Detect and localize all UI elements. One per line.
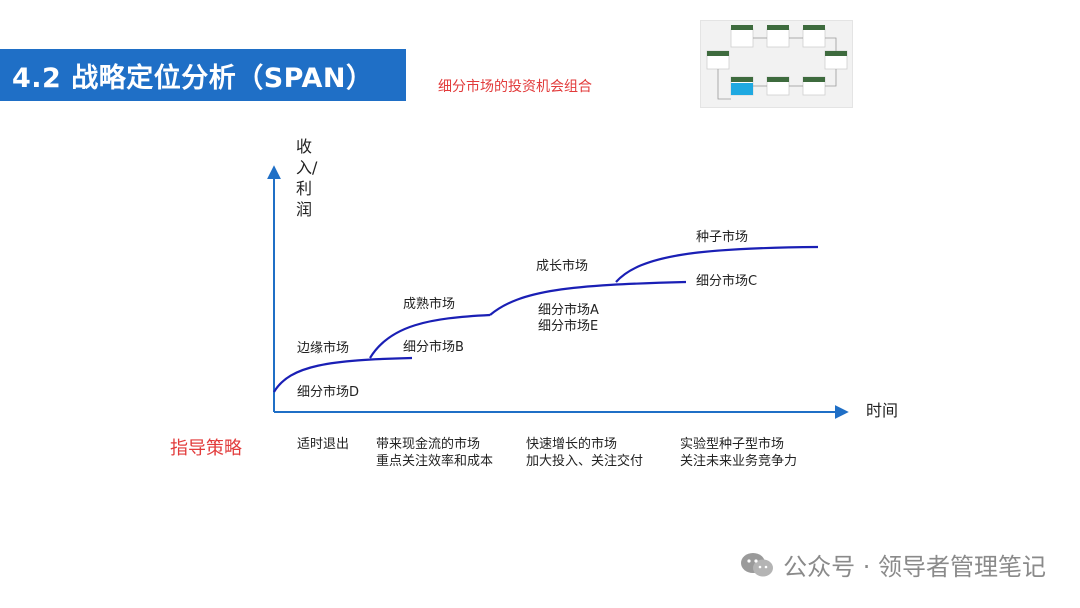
label-segment-c: 细分市场C bbox=[696, 274, 758, 289]
guidance-title: 指导策略 bbox=[170, 438, 242, 459]
guidance-item-1: 适时退出 bbox=[297, 436, 349, 453]
page-title: 4.2 战略定位分析（SPAN） bbox=[12, 62, 374, 94]
footer-text: 公众号 · 领导者管理笔记 bbox=[783, 553, 1046, 581]
label-segment-d: 细分市场D bbox=[297, 385, 360, 400]
guidance-item-3: 快速增长的市场 加大投入、关注交付 bbox=[526, 436, 643, 470]
label-edge-market: 边缘市场 bbox=[297, 341, 350, 356]
label-segment-b: 细分市场B bbox=[403, 340, 464, 355]
process-thumbnail bbox=[700, 20, 853, 108]
label-segment-a: 细分市场A bbox=[538, 303, 599, 318]
page-subtitle: 细分市场的投资机会组合 bbox=[438, 79, 592, 95]
process-thumbnail-graphic bbox=[706, 25, 848, 100]
label-seed-market: 种子市场 bbox=[696, 230, 749, 245]
curve-segment-a bbox=[489, 280, 687, 316]
curve-segment-d bbox=[273, 356, 413, 393]
label-segment-e: 细分市场E bbox=[538, 319, 599, 334]
label-growth-market: 成长市场 bbox=[536, 259, 589, 274]
wechat-icon bbox=[741, 552, 774, 576]
curve-segment-c bbox=[615, 245, 819, 283]
label-mature-market: 成熟市场 bbox=[403, 297, 456, 312]
guidance-item-4: 实验型种子型市场 关注未来业务竞争力 bbox=[680, 436, 797, 470]
guidance-line: 加大投入、关注交付 bbox=[526, 454, 644, 469]
curve-segment-b bbox=[369, 313, 491, 359]
x-axis-label: 时间 bbox=[866, 401, 899, 420]
guidance-item-2: 带来现金流的市场 重点关注效率和成本 bbox=[376, 436, 493, 470]
guidance-line: 关注未来业务竞争力 bbox=[680, 454, 798, 469]
guidance-line: 实验型种子型市场 bbox=[680, 437, 785, 452]
footer-watermark: 公众号 · 领导者管理笔记 bbox=[739, 547, 1046, 582]
title-bar: 4.2 战略定位分析（SPAN） bbox=[0, 49, 406, 101]
guidance-line: 重点关注效率和成本 bbox=[376, 454, 494, 469]
y-axis-label: 收入/利润 bbox=[296, 137, 318, 219]
guidance-line: 快速增长的市场 bbox=[526, 437, 618, 452]
guidance-line: 带来现金流的市场 bbox=[376, 437, 481, 452]
guidance-line: 适时退出 bbox=[297, 437, 350, 452]
